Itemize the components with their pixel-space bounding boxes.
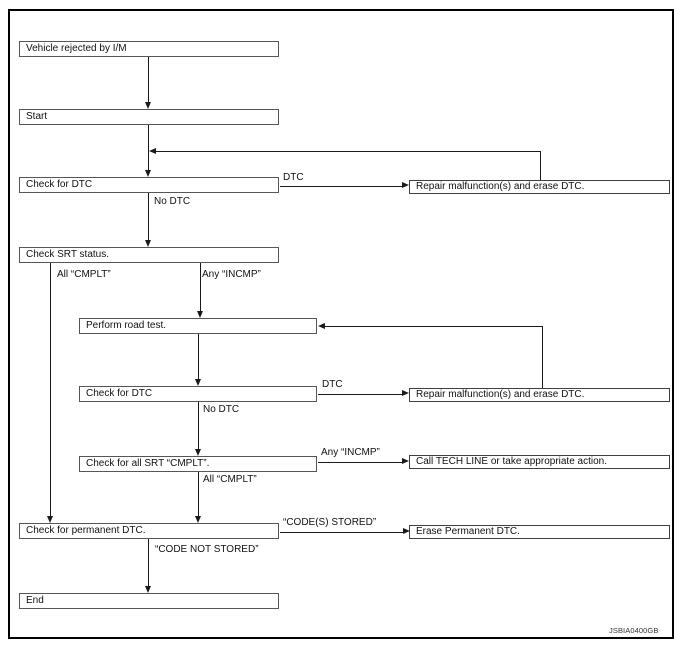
flow-node-repair-erase-dtc-1: Repair malfunction(s) and erase DTC. (409, 180, 670, 194)
flow-node-vehicle-rejected: Vehicle rejected by I/M (19, 41, 279, 57)
flow-node-end: End (19, 593, 279, 609)
connector-roadtest-to-checkdtc2 (198, 334, 199, 379)
arrowhead-into-roadtest (197, 311, 203, 318)
arrowhead-into-end (145, 586, 151, 593)
edge-label-codes-stored: “CODE(S) STORED” (283, 517, 377, 528)
connector-anyincmp-branch (200, 263, 201, 311)
connector-checkdtc2-to-checkallsrt (198, 402, 199, 449)
edge-label-any-incmp-1: Any “INCMP” (202, 269, 261, 280)
arrowhead-into-checkdtc2 (195, 379, 201, 386)
arrowhead-into-techline (402, 458, 409, 464)
connector-checkpermanent-to-end (148, 539, 149, 586)
connector-start-to-checkdtc1 (148, 125, 149, 170)
connector-allcmplt-branch (50, 263, 51, 516)
edge-label-no-dtc-2: No DTC (203, 404, 240, 415)
arrowhead-into-start (145, 102, 151, 109)
flow-node-check-permanent-dtc: Check for permanent DTC. (19, 523, 279, 539)
flow-node-erase-permanent-dtc: Erase Permanent DTC. (409, 525, 670, 539)
connector-checkallsrt-to-techline (318, 462, 403, 463)
edge-label-no-dtc-1: No DTC (154, 196, 191, 207)
flow-node-check-for-dtc-1: Check for DTC (19, 177, 279, 193)
flow-node-repair-erase-dtc-2: Repair malfunction(s) and erase DTC. (409, 388, 670, 402)
connector-checkdtc1-to-checksrt (148, 193, 149, 240)
edge-label-code-not-stored: “CODE NOT STORED” (155, 544, 259, 555)
arrowhead-feedback1 (149, 148, 156, 154)
connector-checkdtc2-to-repair2 (318, 394, 403, 395)
edge-label-all-cmplt-1: All “CMPLT” (57, 269, 111, 280)
arrowhead-feedback2-into-roadtest (318, 323, 325, 329)
edge-label-dtc-2: DTC (322, 379, 343, 390)
edge-label-dtc-1: DTC (283, 172, 304, 183)
connector-feedback2-horizontal (325, 326, 542, 327)
flow-node-check-all-srt-cmplt: Check for all SRT “CMPLT”. (79, 456, 317, 472)
connector-feedback1-vertical (540, 151, 541, 180)
arrowhead-into-checksrt (145, 240, 151, 247)
connector-feedback1-horizontal (155, 151, 540, 152)
connector-checkpermanent-to-erase (280, 532, 404, 533)
arrowhead-into-checkdtc1 (145, 170, 151, 177)
flow-node-start: Start (19, 109, 279, 125)
arrowhead-into-checkallsrt (195, 449, 201, 456)
flow-node-call-tech-line: Call TECH LINE or take appropriate actio… (409, 455, 670, 469)
arrowhead-into-erase (403, 528, 410, 534)
flow-node-check-for-dtc-2: Check for DTC (79, 386, 317, 402)
flow-node-check-srt-status: Check SRT status. (19, 247, 279, 263)
connector-checkdtc1-to-repair1 (280, 186, 403, 187)
connector-checkallsrt-to-checkpermanent (198, 472, 199, 516)
figure-code-watermark: JSBIA0400GB (609, 626, 659, 635)
connector-feedback2-vertical (542, 326, 543, 388)
flow-node-perform-road-test: Perform road test. (79, 318, 317, 334)
arrowhead-into-checkpermanent (195, 516, 201, 523)
arrowhead-into-repair1 (402, 182, 409, 188)
edge-label-any-incmp-2: Any “INCMP” (321, 447, 380, 458)
arrowhead-allcmplt-into-checkpermanent (47, 516, 53, 523)
arrowhead-into-repair2 (402, 390, 409, 396)
connector-vehicle-to-start (148, 57, 149, 103)
edge-label-all-cmplt-2: All “CMPLT” (203, 474, 257, 485)
